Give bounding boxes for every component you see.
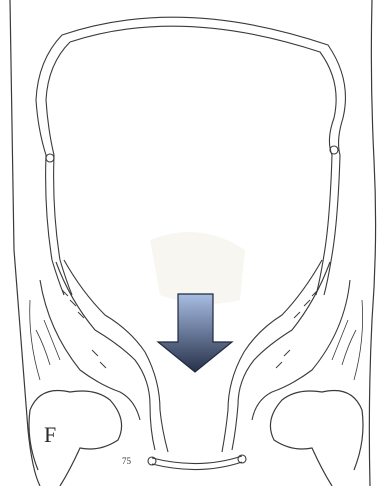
background-tint — [150, 232, 245, 304]
sling-band — [148, 455, 246, 470]
small-annotation-label: 75 — [122, 456, 131, 466]
down-arrow-icon — [158, 294, 232, 372]
left-femur — [29, 390, 122, 486]
right-pelvic-wall — [222, 260, 363, 452]
right-femur — [270, 390, 363, 486]
left-body-outline — [10, 0, 40, 486]
right-body-outline — [369, 0, 375, 486]
femur-label: F — [44, 422, 56, 448]
